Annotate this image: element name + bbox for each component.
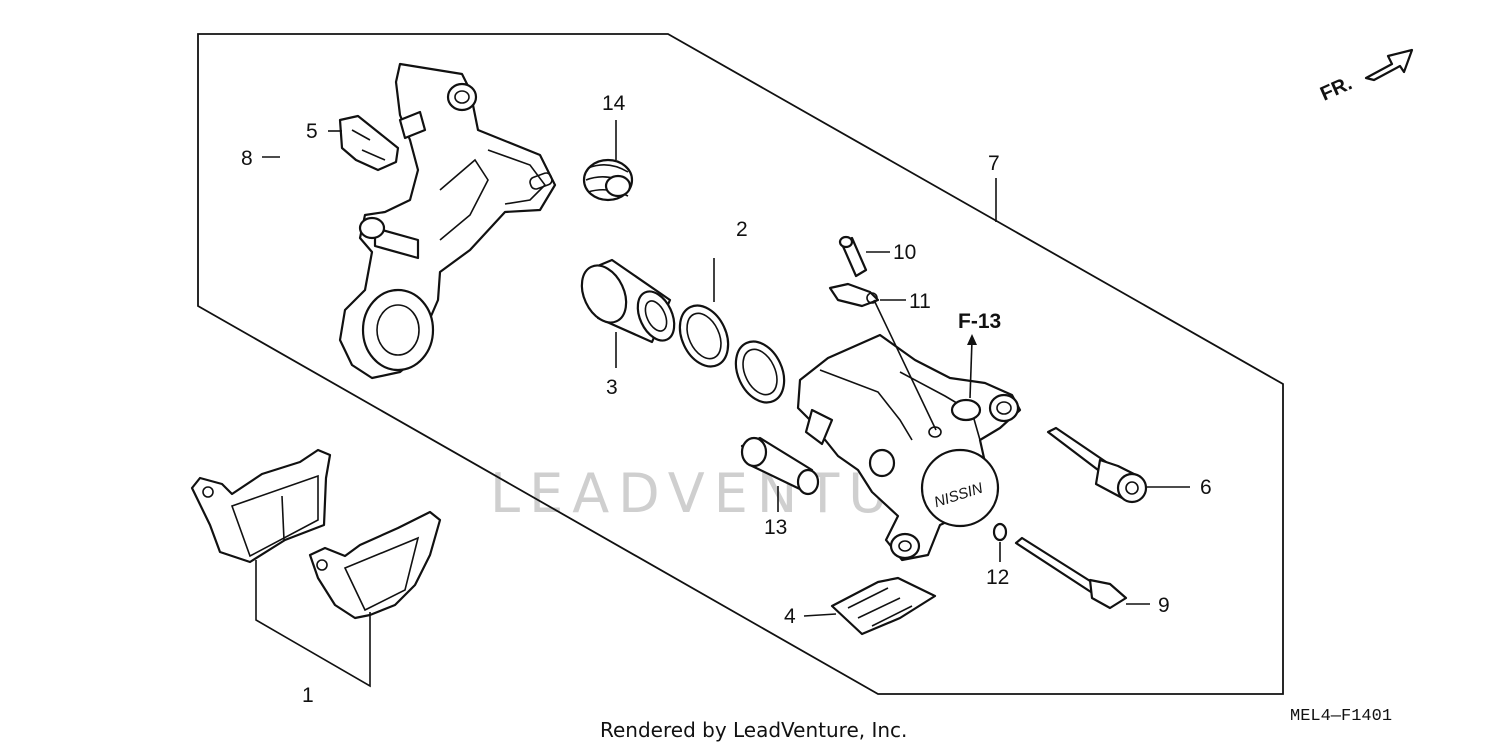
sealing-washer[interactable]: [992, 522, 1008, 542]
bleeder-cap[interactable]: [828, 282, 880, 308]
pad-pin[interactable]: [1014, 536, 1128, 610]
caliper-piston[interactable]: [573, 258, 681, 346]
front-direction-indicator: FR.: [1317, 48, 1414, 106]
caliper-bracket[interactable]: [338, 62, 557, 380]
callouts: 1 2 3 4 5 6 7 8 9 10 11 12 13 14 F-13: [241, 92, 1212, 707]
piston-seal-set[interactable]: [671, 298, 794, 411]
assembly-frame: [197, 33, 1284, 695]
pad-retainer-clip-upper[interactable]: [338, 114, 400, 172]
footer-credit: Rendered by LeadVenture, Inc.: [600, 718, 907, 742]
caliper-body[interactable]: NISSIN: [796, 333, 1022, 562]
callout-9: 9: [1158, 594, 1170, 617]
pad-spring[interactable]: [830, 576, 937, 636]
drawing-code: MEL4—F1401: [1290, 707, 1392, 726]
caliper-pin-bolt[interactable]: [1046, 426, 1148, 504]
brake-pad-right[interactable]: [308, 510, 442, 620]
callout-14: 14: [602, 92, 626, 115]
arrow-right-icon: [1364, 48, 1414, 82]
leader-lines: [255, 120, 1190, 688]
dust-boot[interactable]: [582, 158, 634, 202]
callout-8: 8: [241, 147, 253, 170]
callout-3: 3: [606, 376, 618, 399]
direction-label: FR.: [1317, 72, 1355, 105]
brake-pad-left[interactable]: [190, 448, 332, 564]
callout-5: 5: [306, 120, 318, 143]
callout-13: 13: [764, 516, 787, 539]
callout-4: 4: [784, 605, 796, 628]
callout-2: 2: [736, 218, 748, 241]
pin-sleeve[interactable]: [740, 436, 820, 496]
callout-10: 10: [893, 241, 916, 264]
callout-11: 11: [909, 290, 931, 313]
callout-7: 7: [988, 152, 1000, 175]
bracket-spacer: [398, 110, 427, 140]
callout-12: 12: [986, 566, 1009, 589]
callout-6: 6: [1200, 476, 1212, 499]
reference-f13: F-13: [958, 310, 1001, 333]
bleeder-valve[interactable]: [838, 235, 868, 278]
callout-1: 1: [302, 684, 314, 707]
